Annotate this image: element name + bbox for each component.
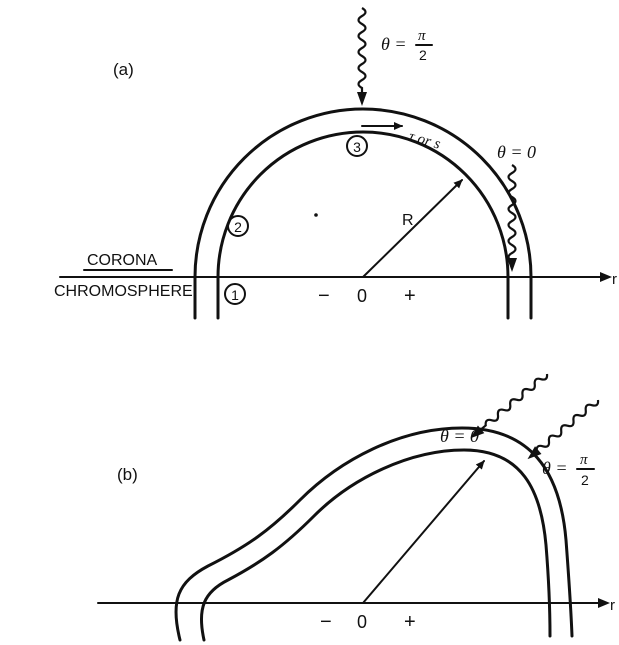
r-axis-a-arrowhead (600, 272, 612, 282)
axis-plus-a: + (404, 285, 416, 307)
region-3-circle (346, 135, 368, 157)
radius-label: R (402, 212, 414, 229)
region-1-circle (224, 283, 246, 305)
theta-top-numerator: π (418, 28, 426, 44)
r-axis-b-label: r (610, 597, 615, 614)
irregular-loop-outer (174, 426, 574, 642)
irregular-loop-inner (199, 448, 552, 642)
radius-line (362, 179, 463, 278)
axis-plus-b: + (404, 611, 416, 633)
region-1-label: 1 (231, 287, 239, 303)
theta-top-denominator: 2 (419, 47, 427, 63)
center-dot (314, 213, 318, 217)
theta-pi-over-2-b-denominator: 2 (581, 472, 589, 488)
r-axis-a-label: r (612, 271, 617, 288)
region-2-label: 2 (234, 219, 242, 235)
origin-label-a: 0 (357, 286, 367, 306)
theta-pi-over-2-b-lhs: θ = (542, 458, 568, 478)
region-2-circle (227, 215, 249, 237)
ray-theta-pi-over-2-a-arrowhead (357, 92, 367, 106)
radius-line-b (362, 460, 485, 604)
panel-b-label: (b) (117, 465, 138, 484)
ray-theta-zero-a-arrowhead (507, 258, 517, 272)
theta-zero-b-label: θ = 0 (440, 426, 479, 446)
ray-theta-zero-a (507, 164, 517, 262)
axis-minus-a: − (318, 285, 330, 307)
theta-top-lhs: θ = (381, 34, 407, 54)
corona-label: CORONA (87, 252, 158, 269)
chromosphere-label: CHROMOSPHERE (54, 283, 193, 300)
tau-or-s-label: τ or s (407, 128, 442, 152)
ray-theta-pi-over-2-b (527, 399, 600, 460)
region-3-label: 3 (353, 139, 361, 155)
ray-theta-zero-b (470, 373, 549, 439)
theta-pi-over-2-b-numerator: π (580, 452, 588, 468)
loop-outer-boundary (193, 107, 533, 320)
theta-right-label: θ = 0 (497, 142, 536, 162)
ray-theta-pi-over-2-a (357, 7, 367, 96)
axis-minus-b: − (320, 611, 332, 633)
panel-a-label: (a) (113, 60, 134, 79)
r-axis-b-arrowhead (598, 598, 610, 608)
origin-label-b: 0 (357, 612, 367, 632)
loop-inner-boundary (216, 130, 510, 320)
